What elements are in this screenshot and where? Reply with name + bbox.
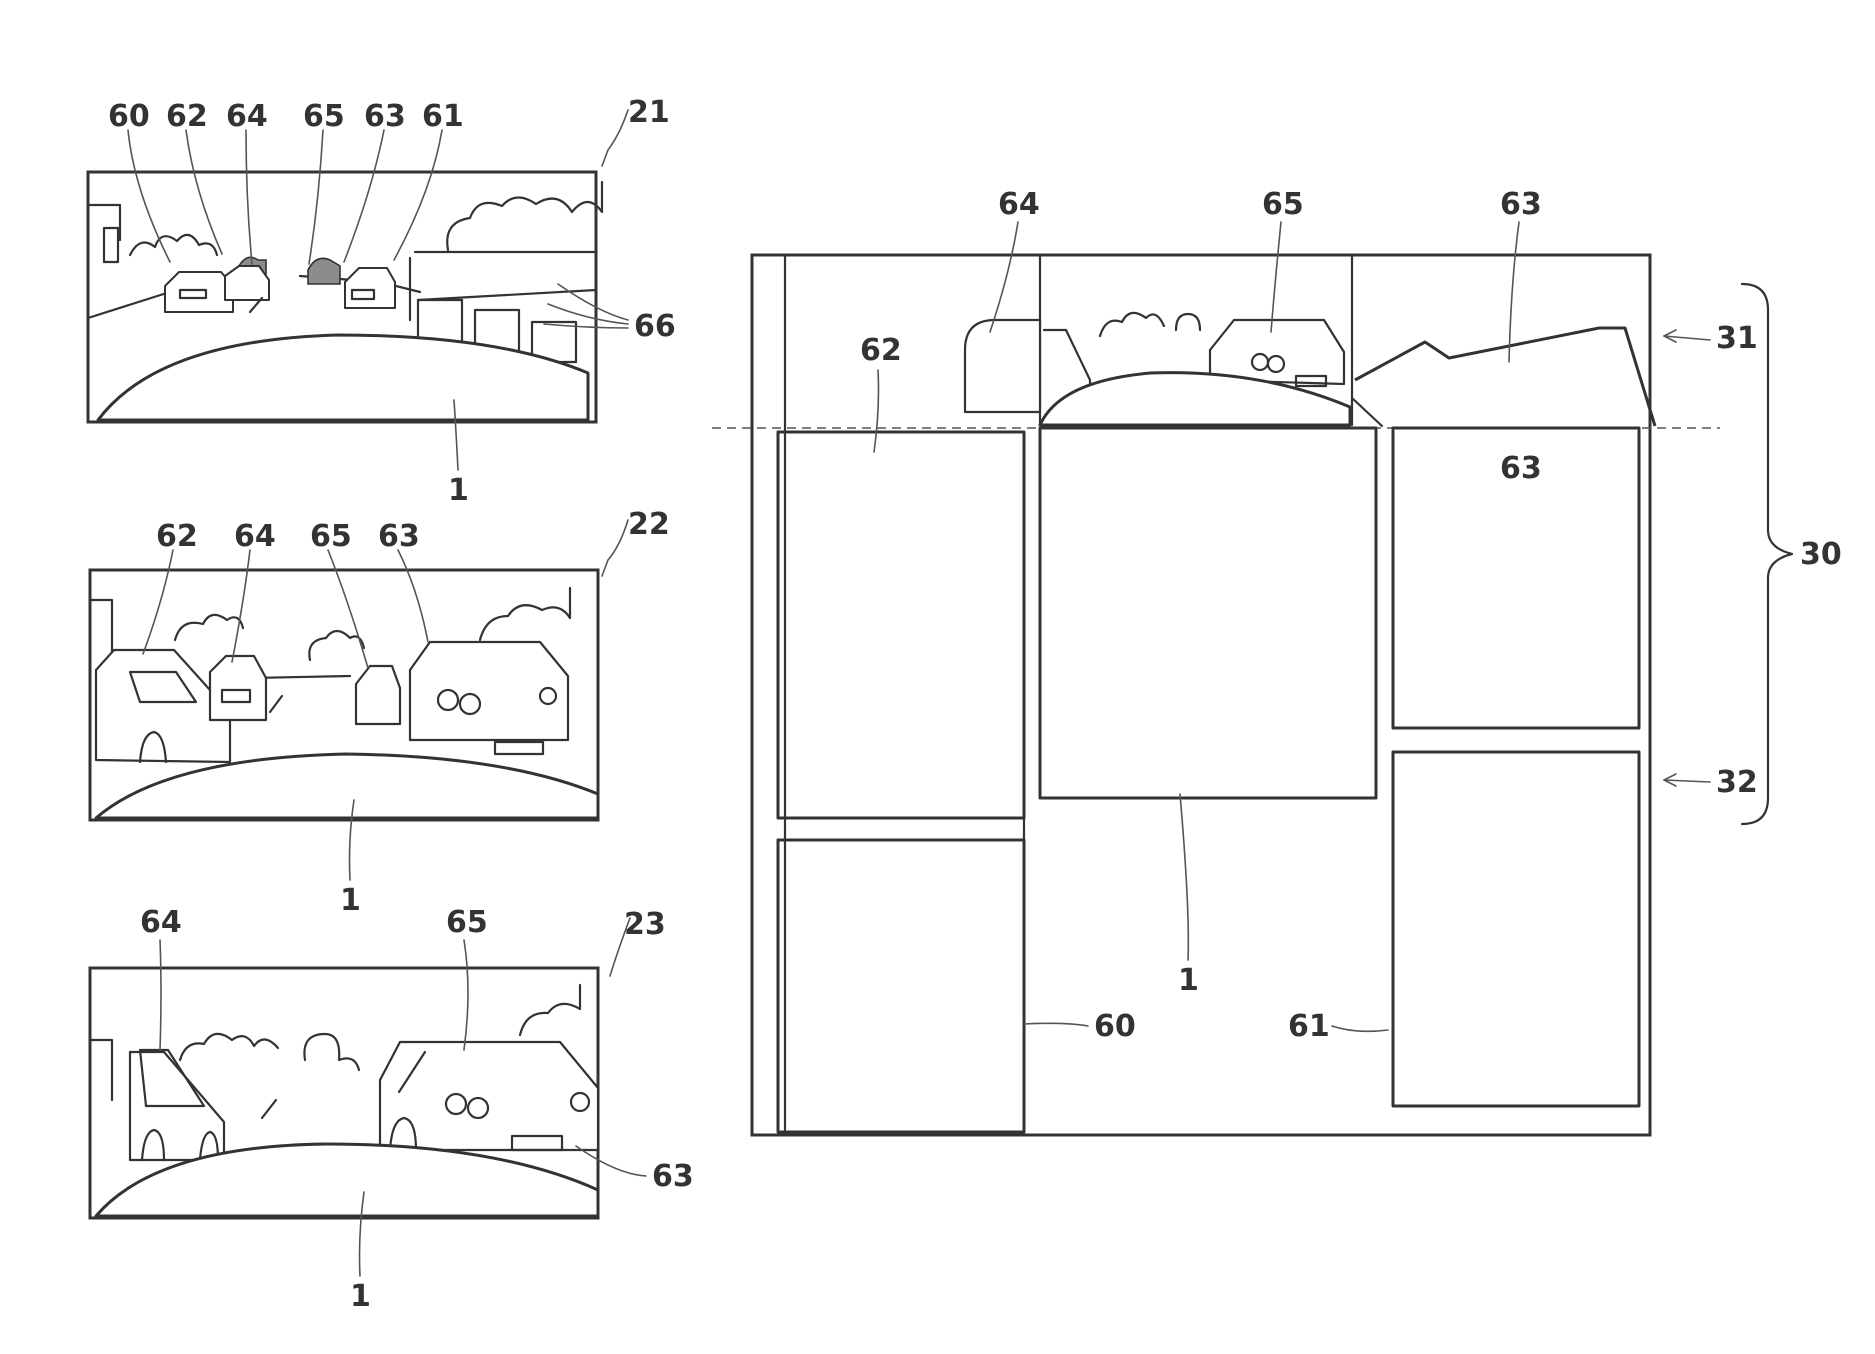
view-22-car-65 <box>356 666 400 724</box>
view-22-car-64 <box>210 656 266 720</box>
label-21-61: 61 <box>422 99 464 134</box>
label-30-65: 65 <box>1262 187 1304 222</box>
view-21-car-61 <box>345 268 395 308</box>
view-21-car-60 <box>165 272 233 312</box>
label-22-63: 63 <box>378 519 420 554</box>
view-21-car-65 <box>308 258 340 284</box>
leader-21-view <box>602 110 628 166</box>
label-21-1: 1 <box>448 473 469 508</box>
label-22-65: 65 <box>310 519 352 554</box>
label-21-65: 65 <box>303 99 345 134</box>
label-23-65: 65 <box>446 905 488 940</box>
label-30-63: 63 <box>1500 451 1542 486</box>
map-30-top-car-65 <box>1210 320 1344 384</box>
label-30-64: 64 <box>998 187 1040 222</box>
label-30-63-top: 63 <box>1500 187 1542 222</box>
label-30-61: 61 <box>1288 1009 1330 1044</box>
label-map-30: 30 <box>1800 537 1842 572</box>
camera-view-22 <box>90 570 598 820</box>
label-21-60: 60 <box>108 99 150 134</box>
camera-view-21 <box>88 172 602 422</box>
label-view-23: 23 <box>624 907 666 942</box>
label-30-1: 1 <box>1178 963 1199 998</box>
label-21-62: 62 <box>166 99 208 134</box>
camera-view-23 <box>90 968 598 1218</box>
label-21-66: 66 <box>634 309 676 344</box>
label-21-64: 64 <box>226 99 268 134</box>
view-23-car-65 <box>380 1042 598 1150</box>
label-23-63: 63 <box>652 1159 694 1194</box>
label-22-62: 62 <box>156 519 198 554</box>
label-22-1: 1 <box>340 883 361 918</box>
view-21-car-62 <box>225 266 269 300</box>
label-23-64: 64 <box>140 905 182 940</box>
map-30-top-car-64 <box>965 320 1040 412</box>
arrow-32 <box>1664 780 1710 782</box>
label-30-62: 62 <box>860 333 902 368</box>
leader-22-view <box>602 520 628 576</box>
label-layer-32: 32 <box>1716 765 1758 800</box>
label-layer-31: 31 <box>1716 321 1758 356</box>
environment-map-30 <box>712 255 1720 1135</box>
label-30-60: 60 <box>1094 1009 1136 1044</box>
brace-30 <box>1742 284 1792 824</box>
label-23-1: 1 <box>350 1279 371 1314</box>
view-22-car-63 <box>410 642 568 740</box>
label-view-22: 22 <box>628 507 670 542</box>
label-view-21: 21 <box>628 95 670 130</box>
label-22-64: 64 <box>234 519 276 554</box>
label-21-63: 63 <box>364 99 406 134</box>
